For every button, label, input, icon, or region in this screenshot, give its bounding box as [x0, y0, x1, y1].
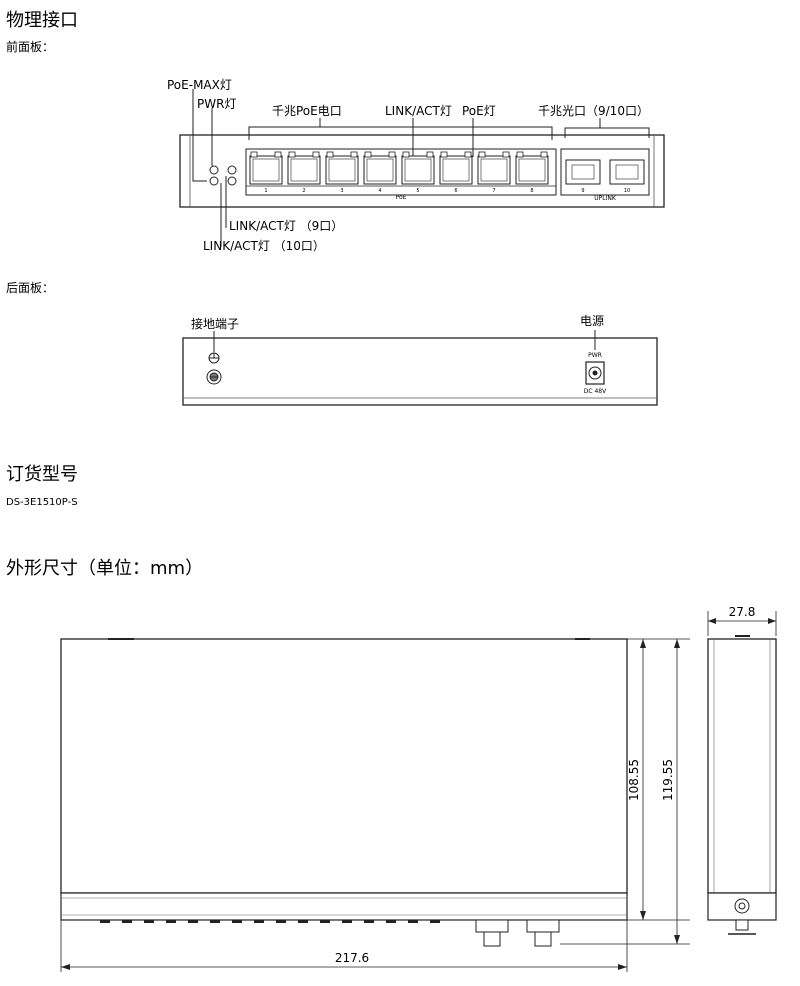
section-title-order-model: 订货型号	[6, 464, 78, 485]
rear-panel-caption: 后面板：	[6, 281, 55, 295]
model-number: DS-3E1510P-S	[6, 497, 78, 508]
label-poe-led: PoE灯	[462, 104, 496, 118]
poe-group-label: PoE	[396, 194, 407, 201]
sfp-number-label: 10	[624, 188, 630, 194]
dimension-depth-body-label: 108.55	[627, 759, 641, 801]
poe-max-led-icon	[209, 165, 219, 175]
section-title-physical-interface: 物理接口	[6, 10, 78, 31]
port-tip	[430, 920, 440, 923]
rj45-port-1-icon	[249, 151, 283, 185]
port-number-label: 4	[378, 188, 381, 194]
port-number-label: 1	[264, 188, 267, 194]
port-tip	[342, 920, 352, 923]
label-poe-max-led: PoE-MAX灯	[167, 78, 232, 92]
port-number-label: 7	[492, 188, 495, 194]
port-number-label: 2	[302, 188, 305, 194]
rj45-port-5-icon	[401, 151, 435, 185]
pwr-led-icon	[227, 165, 237, 175]
dc-power-jack-icon	[585, 361, 605, 385]
port-tip	[386, 920, 396, 923]
device-top-view	[60, 638, 628, 894]
front-panel-caption: 前面板：	[6, 40, 55, 54]
pwr-port-label: PWR	[588, 352, 602, 359]
port-number-label: 5	[416, 188, 419, 194]
rj45-port-2-icon	[287, 151, 321, 185]
label-pwr-led: PWR灯	[197, 97, 237, 111]
label-link-act-led: LINK/ACT灯	[385, 104, 452, 118]
dimension-width-label: 217.6	[335, 951, 369, 965]
port-tip	[408, 920, 418, 923]
ground-symbol-icon	[208, 352, 220, 364]
dimension-height-label: 27.8	[729, 605, 756, 619]
port-tip	[320, 920, 330, 923]
label-gigabit-poe-ports: 千兆PoE电口	[272, 104, 342, 118]
rj45-port-3-icon	[325, 151, 359, 185]
dc-voltage-label: DC 48V	[584, 388, 607, 395]
section-title-dimensions: 外形尺寸（单位：mm）	[6, 558, 204, 579]
rj45-port-6-icon	[439, 151, 473, 185]
port-tip	[276, 920, 286, 923]
device-side-view	[707, 638, 777, 894]
rj45-port-7-icon	[477, 151, 511, 185]
label-gigabit-optical-ports: 千兆光口（9/10口）	[538, 104, 649, 118]
ground-screw-icon	[206, 369, 222, 385]
port-number-label: 3	[340, 188, 343, 194]
port-tip	[188, 920, 198, 923]
link-act-led-9-icon	[209, 176, 219, 186]
rj45-port-4-icon	[363, 151, 397, 185]
label-link-act-led-port9: LINK/ACT灯 （9口）	[229, 219, 344, 233]
port-tip	[122, 920, 132, 923]
sfp-connector-icon	[475, 919, 560, 947]
rj45-port-8-icon	[515, 151, 549, 185]
dimension-depth-total-label: 119.55	[661, 759, 675, 801]
port-number-label: 8	[530, 188, 533, 194]
label-power: 电源	[580, 314, 605, 328]
label-ground-terminal: 接地端子	[191, 317, 240, 331]
sfp-port-10-icon	[609, 159, 645, 185]
label-link-act-led-port10: LINK/ACT灯 （10口）	[203, 239, 325, 253]
port-tip	[364, 920, 374, 923]
sfp-port-9-icon	[565, 159, 601, 185]
port-tip	[298, 920, 308, 923]
uplink-group-label: UPLINK	[594, 195, 617, 202]
port-tip	[144, 920, 154, 923]
port-tip	[210, 920, 220, 923]
port-tip	[232, 920, 242, 923]
port-tip	[254, 920, 264, 923]
port-tip	[166, 920, 176, 923]
side-ground-screw-icon	[728, 898, 756, 935]
port-number-label: 6	[454, 188, 457, 194]
sfp-number-label: 9	[581, 188, 584, 194]
link-act-led-10-icon	[227, 176, 237, 186]
port-tip	[100, 920, 110, 923]
